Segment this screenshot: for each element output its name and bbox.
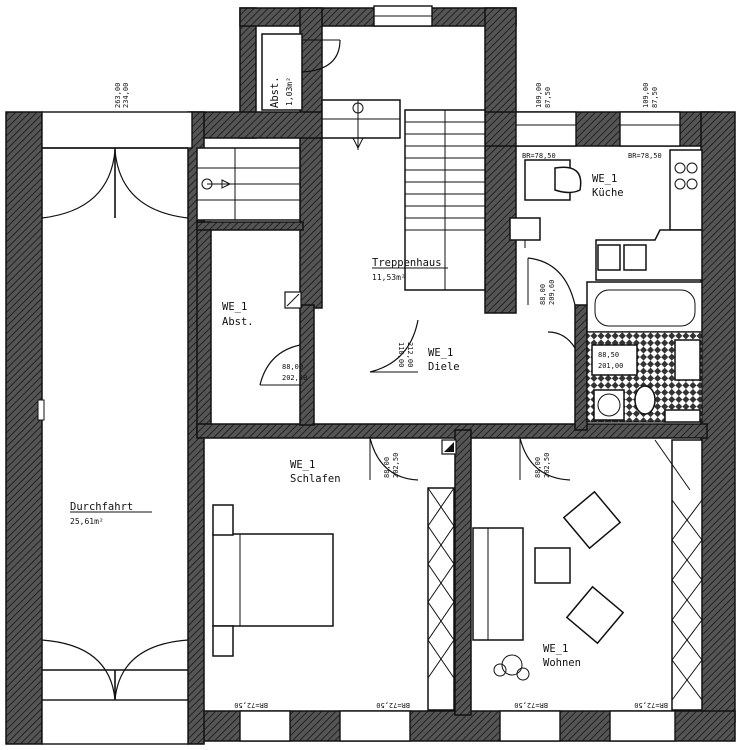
dim-door-wohnen-2: 202,50 — [543, 453, 551, 478]
dim-kitchen-window-2b: 87,50 — [651, 87, 659, 108]
dim-door-bath-2: 201,00 — [598, 362, 623, 370]
dim-br-bottom-2: BR=72,50 — [376, 701, 410, 709]
abst-we-label: Abst. — [222, 316, 254, 328]
kueche-unit: WE_1 — [592, 173, 617, 185]
windows — [41, 5, 681, 745]
treppenhaus-area: 11,53m² — [372, 273, 406, 282]
dim-door-abst-2: 202,50 — [282, 374, 307, 382]
wohnen-label: Wohnen — [543, 657, 581, 669]
kitchen-fixtures — [509, 149, 703, 281]
dim-kitchen-window-2a: 109,00 — [642, 83, 650, 108]
wohnen-unit: WE_1 — [543, 643, 568, 655]
living-furniture — [472, 439, 703, 711]
dim-door-kitchen-2: 209,60 — [548, 280, 556, 305]
room-labels: Abst. 1,03m² Treppenhaus 11,53m² WE_1 Kü… — [70, 76, 624, 669]
dim-br-bottom-1: BR=72,50 — [234, 701, 268, 709]
dim-door-kitchen-1: 88,00 — [539, 284, 547, 305]
abst-small-area: 1,03m² — [285, 77, 294, 106]
bedroom-furniture — [212, 487, 455, 711]
stair-steps — [405, 121, 485, 231]
durchfahrt-label: Durchfahrt — [70, 501, 133, 513]
abst-small-label: Abst. — [269, 76, 281, 108]
doors — [259, 257, 576, 481]
dim-door-bath-1: 88,50 — [598, 351, 619, 359]
dim-door-schlafen-1: 88,00 — [383, 457, 391, 478]
durchfahrt-gates — [37, 147, 189, 701]
dim-top-gate-2: 234,00 — [122, 83, 130, 108]
dim-door-diele-2: 212,00 — [406, 342, 414, 367]
dim-kitchen-window-1b: 87,50 — [544, 87, 552, 108]
abst-we-unit: WE_1 — [222, 301, 247, 313]
entry-steps — [196, 147, 301, 221]
dim-door-wohnen-1: 88,00 — [534, 457, 542, 478]
durchfahrt-area: 25,61m² — [70, 517, 104, 526]
bathroom — [586, 281, 703, 423]
kueche-label: Küche — [592, 187, 624, 199]
stair-tower — [261, 33, 486, 291]
dim-br-bottom-3: BR=72,50 — [514, 701, 548, 709]
dim-door-diele-1: 110,00 — [397, 342, 405, 367]
dim-br-bottom-4: BR=72,50 — [634, 701, 668, 709]
dim-br-kitchen-1: BR=78,50 — [522, 152, 556, 160]
diele-unit: WE_1 — [428, 347, 453, 359]
outer-walls — [5, 7, 736, 745]
treppenhaus-label: Treppenhaus — [372, 257, 442, 269]
schlafen-unit: WE_1 — [290, 459, 315, 471]
dimension-labels: 263,00 234,00 109,00 87,50 109,00 87,50 … — [114, 83, 668, 709]
schlafen-label: Schlafen — [290, 473, 341, 485]
dim-br-kitchen-2: BR=78,50 — [628, 152, 662, 160]
dim-kitchen-window-1a: 109,00 — [535, 83, 543, 108]
dim-door-schlafen-2: 202,50 — [392, 453, 400, 478]
diele-label: Diele — [428, 361, 460, 373]
dim-door-abst-1: 88,00 — [282, 363, 303, 371]
dim-top-gate-1: 263,00 — [114, 83, 122, 108]
